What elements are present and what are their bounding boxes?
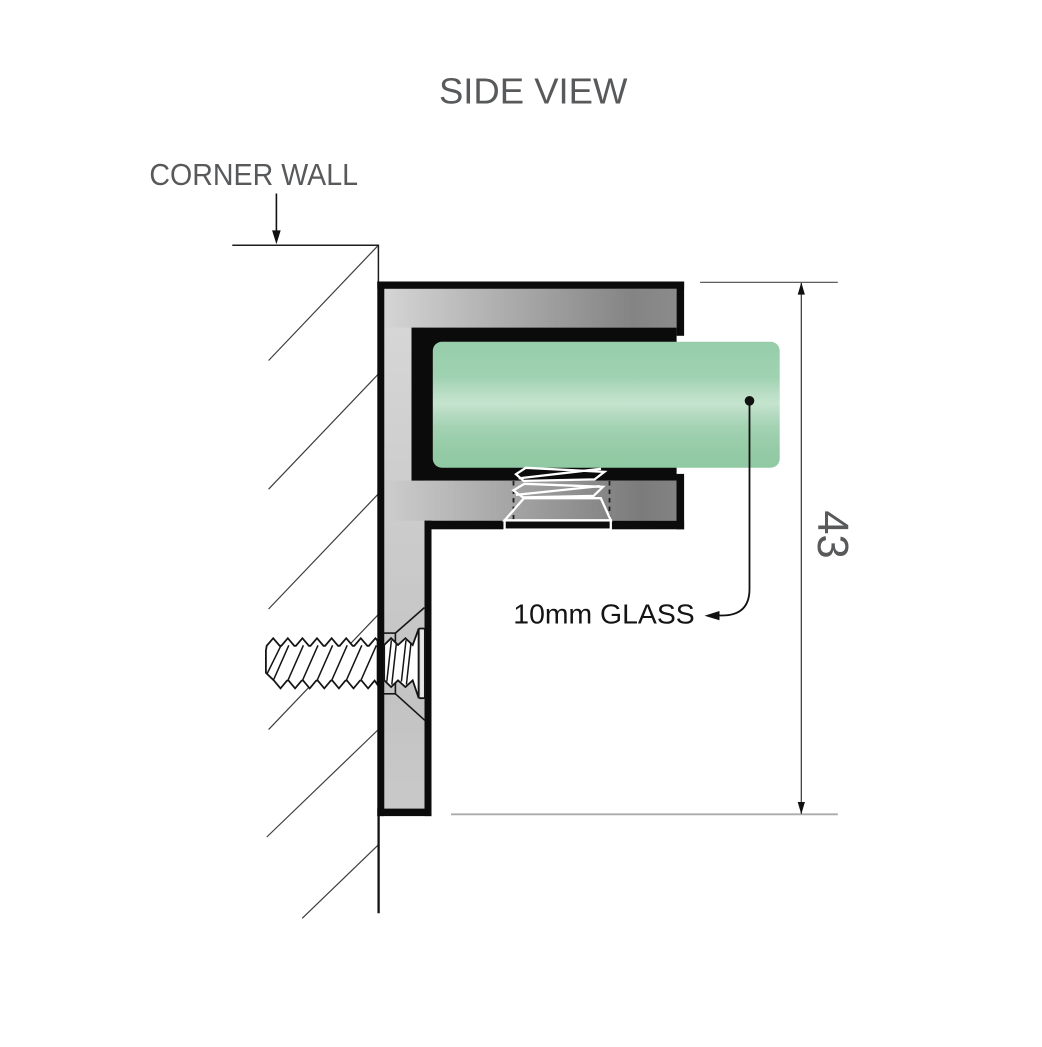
svg-text:10mm GLASS: 10mm GLASS [513, 599, 694, 630]
svg-text:SIDE VIEW: SIDE VIEW [439, 70, 628, 111]
svg-text:CORNER WALL: CORNER WALL [149, 158, 358, 192]
svg-text:43: 43 [808, 510, 856, 558]
